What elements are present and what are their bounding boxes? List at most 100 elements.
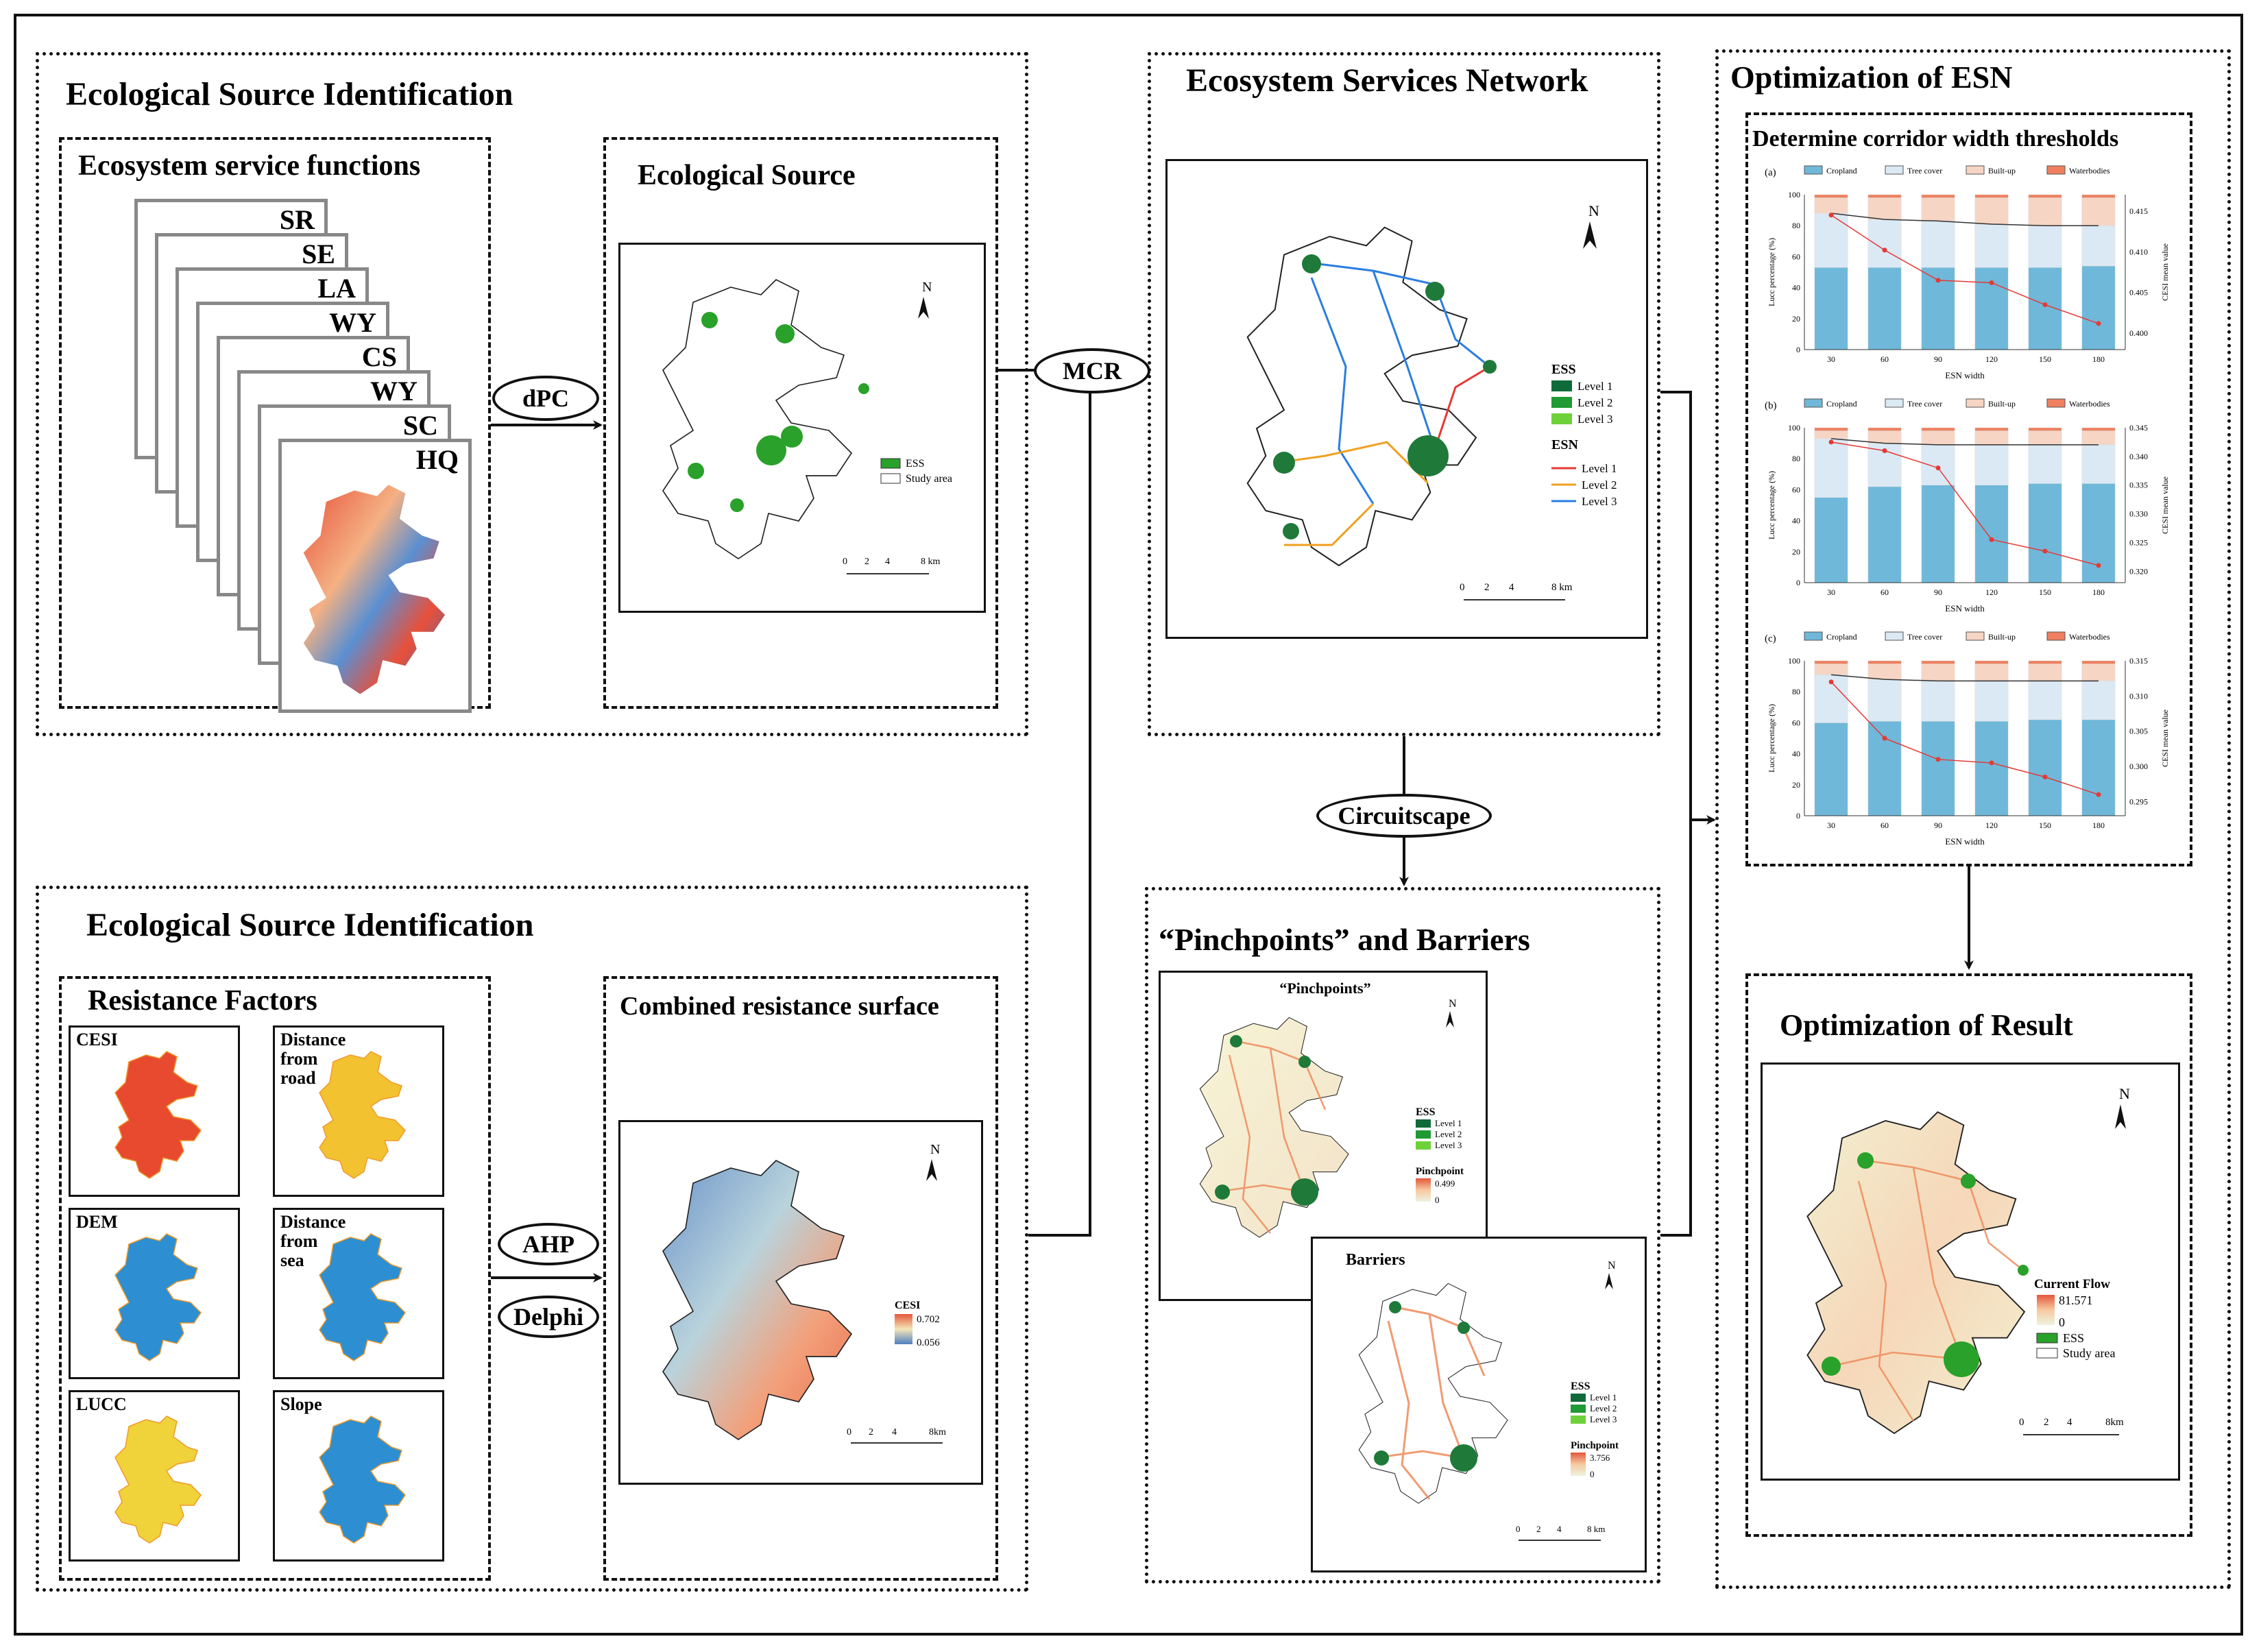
service-layer-label: SE	[302, 239, 335, 269]
y2-tick-label: 0.310	[2129, 691, 2148, 701]
panel-label: (c)	[1765, 633, 1776, 644]
bar-tree-cover	[2081, 225, 2116, 267]
optimization-section	[1715, 49, 2231, 1589]
source-identification-title: Ecological Source Identification	[66, 76, 513, 112]
svg-text:3.756: 3.756	[1590, 1453, 1610, 1463]
factor-label: Slope	[280, 1394, 322, 1414]
ahp-method-label: AHP	[498, 1223, 599, 1265]
svg-text:N: N	[1449, 998, 1457, 1010]
svg-text:Study area: Study area	[906, 473, 952, 485]
legend-entry: Built-up	[1988, 632, 2016, 642]
y2-tick-label: 0.300	[2129, 762, 2148, 771]
service-layer-label: SR	[279, 204, 315, 235]
resistance-identification-section	[36, 886, 1028, 1592]
svg-text:8 km: 8 km	[921, 557, 941, 567]
svg-text:N: N	[930, 1142, 940, 1157]
service-layer-label: WY	[370, 376, 418, 406]
y2-tick-label: 0.400	[2129, 328, 2148, 338]
cesi-point	[1828, 439, 1834, 445]
bar-tree-cover	[1867, 219, 1902, 268]
bar-cropland	[2028, 719, 2062, 816]
esn-map: N ESS Level 1 Level 2 Level 3 ESN Level …	[1165, 159, 1648, 639]
ecosystem-service-functions-title: Ecosystem service functions	[78, 150, 421, 182]
svg-text:Level 1: Level 1	[1435, 1118, 1462, 1128]
bar-tree-cover	[2081, 444, 2116, 484]
cesi-point	[1935, 757, 1941, 762]
y2-tick-label: 0.405	[2129, 288, 2148, 297]
cesi-point	[1989, 280, 1994, 285]
bar-cropland	[1814, 722, 1848, 816]
legend-swatch	[1966, 631, 1985, 641]
optimization-result-panel	[1745, 973, 2192, 1537]
legend-entry: Cropland	[1826, 399, 1857, 409]
source-identification-section	[36, 52, 1028, 736]
bar-tree-cover	[1921, 681, 1955, 722]
svg-text:0: 0	[1516, 1524, 1521, 1534]
bar-built-up	[2028, 197, 2062, 226]
y-tick-label: 100	[1788, 423, 1800, 433]
legend-swatch	[2046, 631, 2066, 641]
cesi-line	[1830, 681, 2099, 795]
legend-swatch	[1804, 631, 1823, 641]
y-tick-label: 60	[1792, 718, 1800, 727]
x-tick-label: 120	[1985, 821, 1998, 830]
svg-text:4: 4	[885, 557, 890, 567]
cover-boundary-line	[1830, 212, 2099, 226]
bar-cropland	[2081, 265, 2116, 350]
factor-label: CESI	[76, 1030, 118, 1049]
bar-cropland	[1867, 267, 1902, 350]
bar-cropland	[1974, 720, 2009, 816]
bar-waterbodies	[1867, 194, 1902, 198]
x-tick-label: 150	[2039, 354, 2051, 364]
cesi-point	[2042, 548, 2048, 554]
svg-text:“Pinchpoints”: “Pinchpoints”	[1279, 980, 1370, 997]
outer-frame	[14, 14, 2243, 1636]
svg-text:Level 3: Level 3	[1590, 1414, 1617, 1424]
bar-built-up	[1921, 430, 1955, 446]
cesi-point	[2042, 302, 2048, 308]
bar-cropland	[1867, 486, 1902, 583]
svg-text:N: N	[2119, 1085, 2130, 1102]
y2-tick-label: 0.345	[2129, 423, 2148, 433]
bar-waterbodies	[1974, 194, 2009, 198]
optimization-result-title: Optimization of Result	[1780, 1008, 2073, 1042]
svg-text:N: N	[1588, 202, 1599, 219]
cesi-point	[1989, 537, 1994, 542]
legend-swatch	[1804, 165, 1823, 175]
bar-waterbodies	[1921, 427, 1955, 431]
svg-text:0.056: 0.056	[917, 1337, 940, 1348]
svg-text:4: 4	[2067, 1417, 2072, 1428]
svg-text:Level 2: Level 2	[1577, 396, 1612, 409]
svg-text:CESI: CESI	[895, 1300, 920, 1311]
y-tick-label: 80	[1792, 221, 1800, 230]
bar-cropland	[1921, 720, 1955, 816]
svg-text:0: 0	[2019, 1417, 2024, 1428]
y-tick-label: 0	[1796, 811, 1800, 821]
y-tick-label: 80	[1792, 454, 1800, 463]
bar-cropland	[1974, 267, 2009, 350]
legend-entry: Tree cover	[1907, 166, 1942, 175]
svg-text:ESS: ESS	[1551, 362, 1576, 377]
cesi-point	[2096, 563, 2101, 568]
cesi-line	[1830, 215, 2099, 324]
bar-tree-cover	[2081, 681, 2116, 720]
corridor-width-panel	[1745, 112, 2192, 866]
legend-entry: Waterbodies	[2069, 632, 2110, 642]
legend-swatch	[2046, 165, 2066, 175]
y2-axis-label: CESI mean value	[2160, 476, 2170, 534]
bar-built-up	[2081, 430, 2116, 446]
factor-distance-from-road: Distance from road	[273, 1025, 444, 1197]
y2-tick-label: 0.330	[2129, 509, 2148, 519]
legend-entry: Built-up	[1988, 166, 2016, 175]
svg-text:N: N	[1608, 1260, 1616, 1272]
panel-label: (b)	[1765, 400, 1777, 411]
svg-text:Barriers: Barriers	[1346, 1251, 1405, 1269]
factor-label: LUCC	[76, 1394, 127, 1414]
cesi-point	[1989, 760, 1994, 766]
optimization-result-map: N Current Flow 81.571 0 ESS Study area 0…	[1761, 1062, 2180, 1481]
y-tick-label: 100	[1788, 656, 1800, 666]
svg-text:8 km: 8 km	[1551, 582, 1573, 593]
